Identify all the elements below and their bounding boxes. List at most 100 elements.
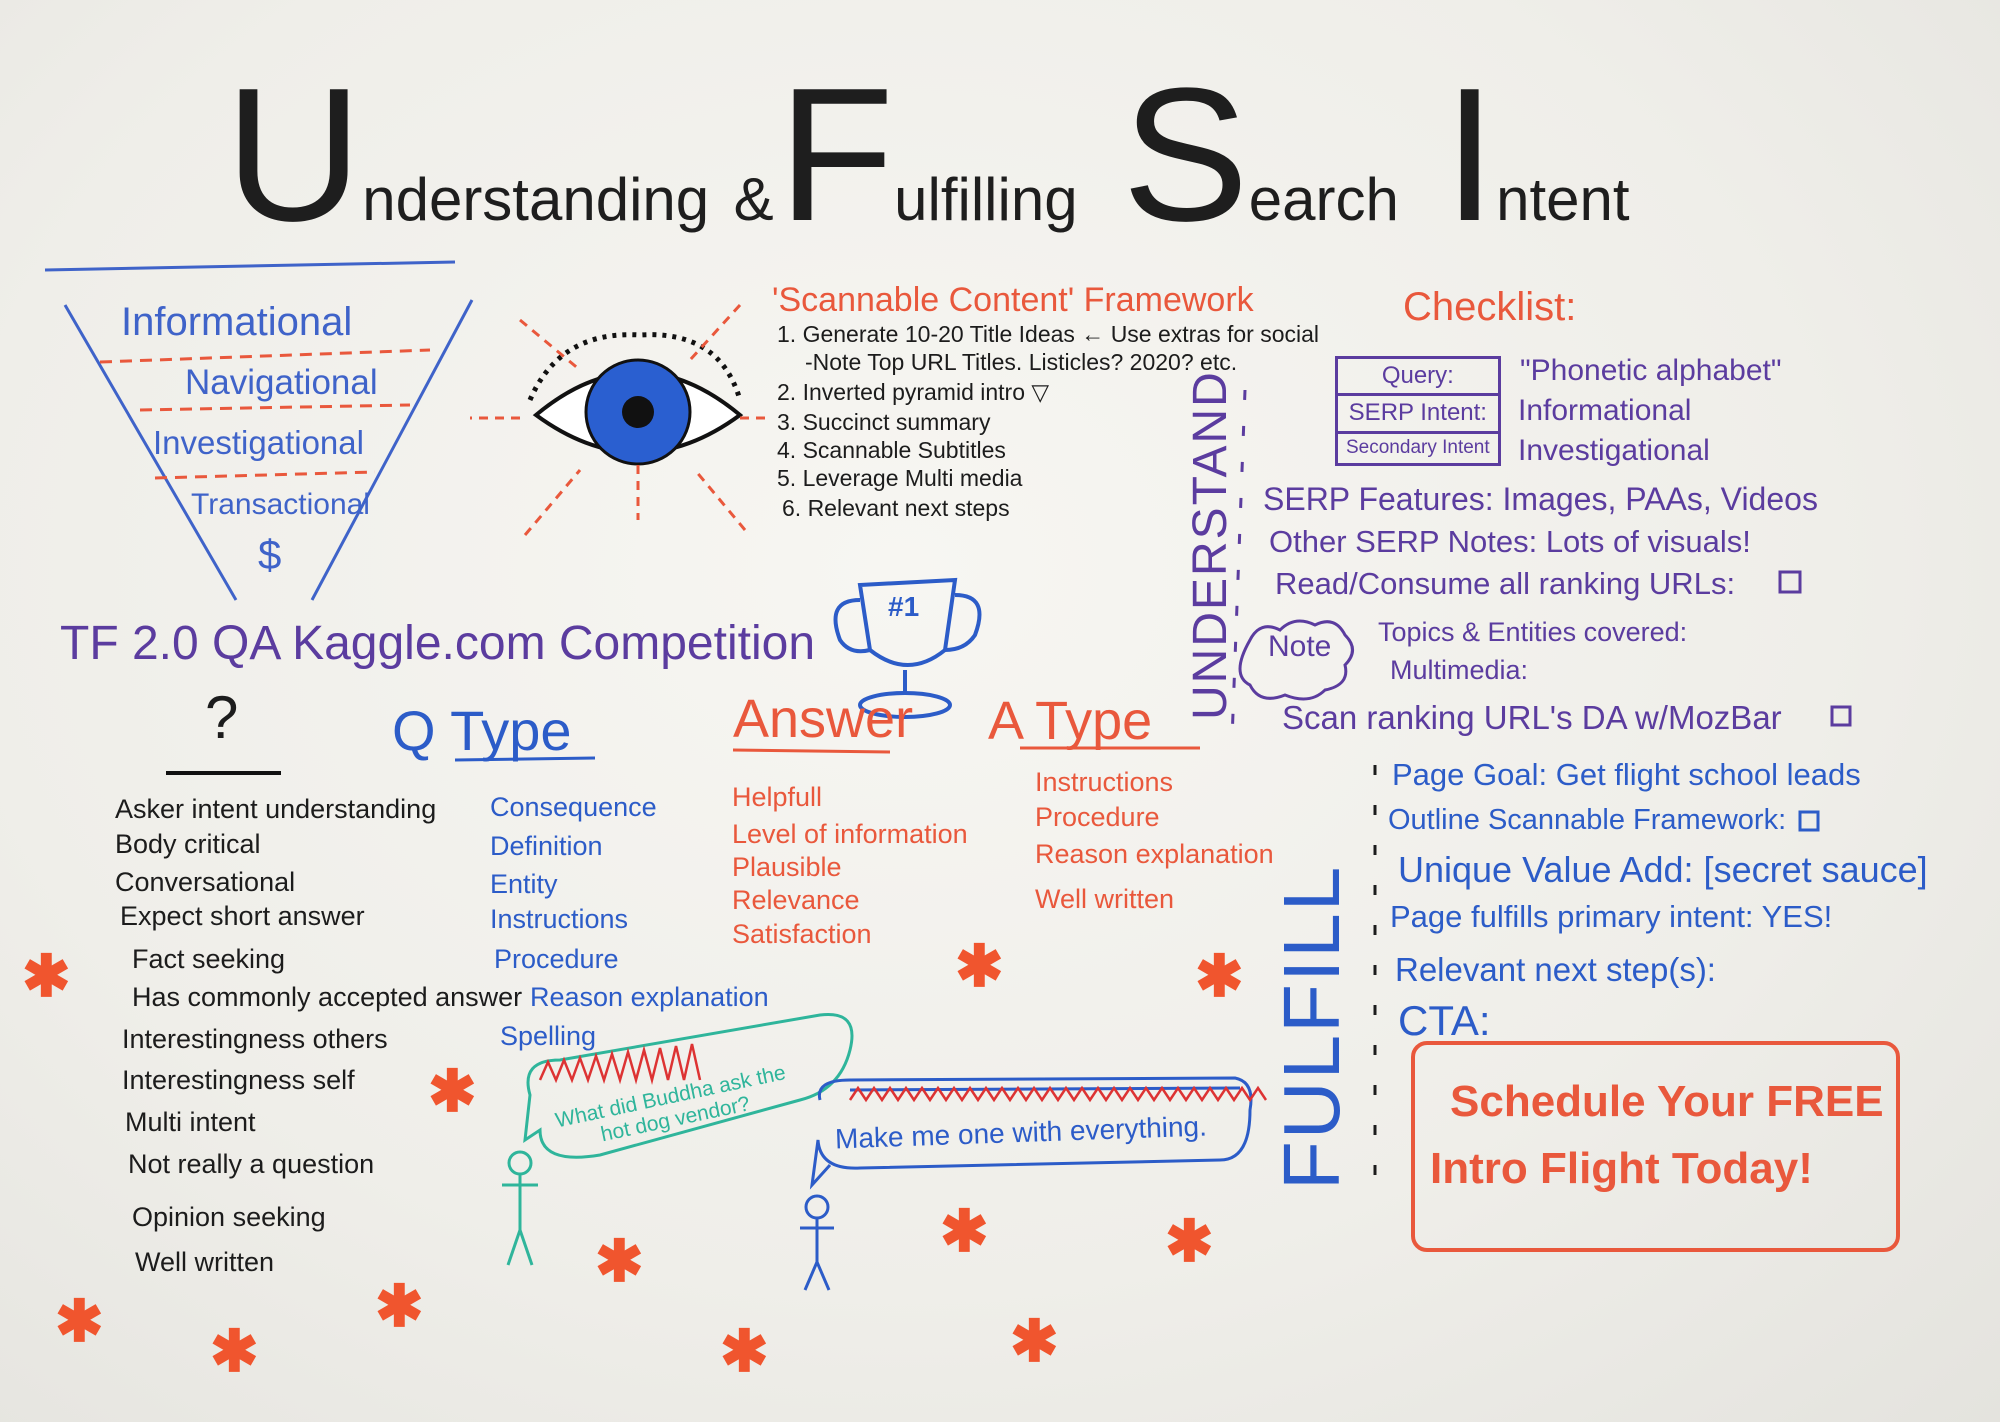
note-label: Note	[1268, 630, 1332, 663]
answer-item: Level of information	[732, 819, 968, 849]
table-row: SERP Intent:	[1335, 393, 1501, 434]
asterisk-icon: ✱	[595, 1229, 644, 1294]
question-item: Not really a question	[128, 1149, 375, 1179]
asterisk-icon: ✱	[1165, 1209, 1214, 1274]
checkbox-mozbar	[1830, 705, 1852, 727]
question-item: Multi intent	[125, 1107, 256, 1137]
qtype-item: Reason explanation	[530, 982, 769, 1012]
query-value: "Phonetic alphabet"	[1520, 354, 1782, 387]
other-serp-notes: Other SERP Notes: Lots of visuals!	[1269, 524, 1751, 559]
scannable-item: 6. Relevant next steps	[782, 495, 1010, 521]
asterisk-icon: ✱	[55, 1289, 104, 1354]
scannable-item: 5. Leverage Multi media	[777, 465, 1023, 491]
scribble-red	[538, 1043, 702, 1085]
read-consume: Read/Consume all ranking URLs:	[1275, 566, 1736, 601]
topics-entities: Topics & Entities covered:	[1378, 617, 1688, 647]
scan-mozbar: Scan ranking URL's DA w/MozBar	[1282, 699, 1782, 736]
qtype-item: Instructions	[490, 904, 629, 934]
table-key: SERP Intent:	[1335, 393, 1501, 434]
question-item: Opinion seeking	[132, 1202, 326, 1232]
title-word: earch	[1248, 166, 1399, 233]
fulfill-item: Relevant next step(s):	[1395, 951, 1716, 988]
funnel-item-transactional: Transactional	[191, 488, 370, 521]
answer-item: Relevance	[732, 885, 860, 915]
qtype-heading: Q Type	[392, 699, 572, 762]
asterisk-icon: ✱	[940, 1199, 989, 1264]
funnel-item-investigational: Investigational	[153, 424, 364, 461]
answer-item: Plausible	[732, 852, 842, 882]
multimedia: Multimedia:	[1390, 655, 1529, 685]
scannable-item: -Note Top URL Titles. Listicles? 2020? e…	[805, 349, 1238, 375]
fulfill-item: Page Goal: Get flight school leads	[1392, 757, 1861, 792]
table-row: Secondary Intent	[1335, 430, 1501, 466]
understand-label: UNDERSTAND	[1184, 370, 1237, 720]
qtype-item: Spelling	[500, 1021, 597, 1051]
question-item: Interestingness self	[122, 1065, 355, 1095]
table-key: Query:	[1335, 355, 1501, 397]
question-item: Fact seeking	[132, 944, 286, 974]
qtype-item: Definition	[490, 831, 603, 861]
asterisk-icon: ✱	[375, 1274, 424, 1339]
understand-divider	[1230, 389, 1247, 741]
funnel-item-navigational: Navigational	[185, 363, 378, 402]
asterisk-icon: ✱	[1195, 944, 1244, 1009]
checkbox-outline-framework	[1798, 810, 1820, 832]
qtype-item: Consequence	[490, 792, 657, 822]
competition-title: TF 2.0 QA Kaggle.com Competition	[60, 617, 816, 670]
atype-item: Well written	[1035, 884, 1175, 914]
funnel-item-informational: Informational	[121, 300, 353, 344]
stick-figure-green	[502, 1150, 538, 1266]
table-row: Query:	[1335, 355, 1501, 397]
serp-features: SERP Features: Images, PAAs, Videos	[1263, 481, 1818, 517]
scannable-item: 2. Inverted pyramid intro ▽	[777, 379, 1050, 405]
title-amp: &	[733, 166, 774, 233]
question-item: Has commonly accepted answer	[132, 982, 523, 1012]
fulfill-item: Page fulfills primary intent: YES!	[1390, 899, 1833, 934]
question-item: Conversational	[115, 867, 296, 897]
fulfill-item: CTA:	[1398, 997, 1491, 1044]
asterisk-icon: ✱	[720, 1319, 769, 1384]
title-letter: S	[1122, 49, 1249, 261]
checkbox-read-consume	[1778, 570, 1802, 594]
serp-intent-value: Informational	[1518, 394, 1692, 427]
question-bubble-outline	[523, 1012, 854, 1159]
question-item: Interestingness others	[122, 1024, 388, 1054]
question-item: Asker intent understanding	[115, 794, 437, 824]
fulfill-label: FULFILL	[1267, 864, 1356, 1190]
funnel-dividers	[99, 348, 431, 480]
answer-bubble-outline	[809, 1076, 1253, 1190]
board-title: Understanding & Fulfilling Search Intent	[225, 60, 1630, 250]
asterisk-icon: ✱	[210, 1319, 259, 1384]
title-letter: U	[225, 49, 363, 261]
asterisk-icon: ✱	[428, 1059, 477, 1124]
atype-item: Procedure	[1035, 802, 1160, 832]
title-word: ntent	[1496, 166, 1630, 233]
cta-line-1: Schedule Your FREE	[1450, 1077, 1884, 1126]
eye-icon	[470, 303, 770, 536]
scribble-red	[848, 1085, 1268, 1103]
question-mark: ?	[205, 684, 239, 751]
answer-item: Satisfaction	[732, 919, 872, 949]
asterisk-icon: ✱	[22, 944, 71, 1009]
answer-underline	[732, 748, 891, 754]
intent-table: Query: SERP Intent: Secondary Intent	[1335, 355, 1501, 466]
title-letter: F	[778, 49, 895, 261]
atype-item: Reason explanation	[1035, 839, 1274, 869]
secondary-intent-value: Investigational	[1518, 434, 1710, 467]
title-letter: I	[1443, 49, 1497, 261]
answer-heading: Answer	[733, 689, 914, 749]
dollar-icon: $	[258, 531, 282, 578]
title-word: ulfilling	[894, 166, 1078, 233]
trophy-icon	[833, 577, 982, 719]
title-word: nderstanding	[362, 166, 710, 233]
cta-box	[1411, 1041, 1900, 1252]
fulfill-item: Outline Scannable Framework:	[1388, 804, 1787, 836]
question-item: Body critical	[115, 829, 261, 859]
scannable-item: 1. Generate 10-20 Title Ideas ← Use extr…	[777, 321, 1320, 347]
note-cloud	[1238, 619, 1354, 701]
atype-heading: A Type	[988, 691, 1153, 751]
question-item: Well written	[135, 1247, 275, 1277]
scannable-item: 3. Succinct summary	[777, 409, 991, 435]
qtype-item: Entity	[490, 869, 558, 899]
